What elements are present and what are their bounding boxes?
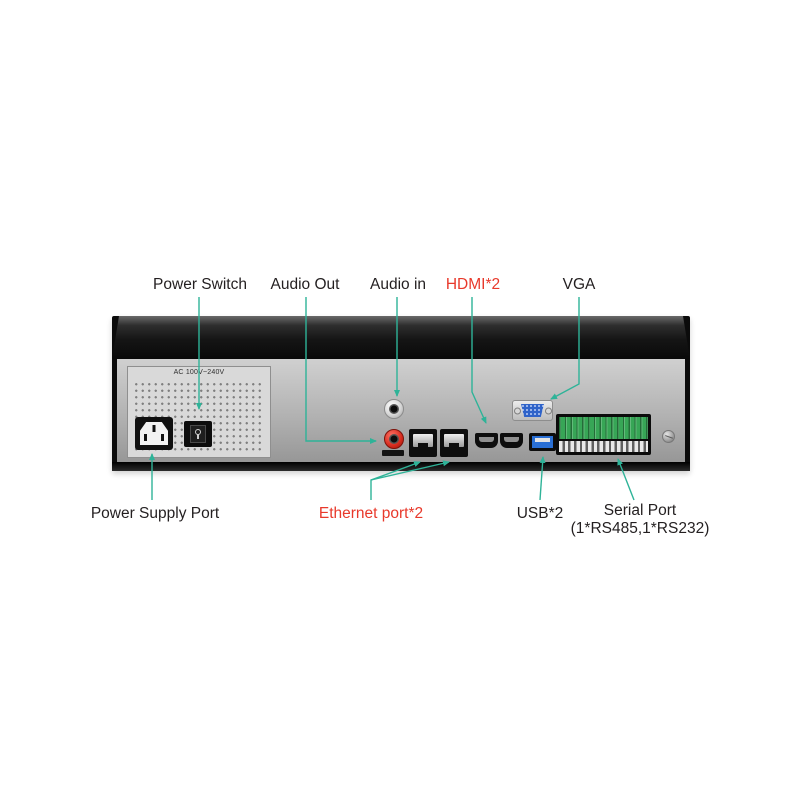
rear-panel-face: AC 100V~240V: [117, 359, 685, 462]
power-supply-unit: AC 100V~240V: [127, 366, 271, 458]
audio-out-port-tag: [382, 450, 404, 456]
power-supply-port: [135, 417, 173, 450]
ac-pin: [144, 434, 147, 441]
power-switch-label: Power Switch: [153, 276, 247, 293]
terminal-pins-row: [559, 441, 648, 452]
power-switch-rocker: [190, 425, 206, 443]
vga-port-connector: [521, 404, 544, 417]
vga-label: VGA: [562, 276, 596, 293]
audio-out-label: Audio Out: [270, 276, 340, 293]
audio-in-port: [384, 399, 404, 419]
serial-terminal-block: [556, 414, 651, 455]
ac-ground-pin: [152, 425, 156, 432]
ethernet-port-2: [440, 429, 468, 457]
chassis-top-face: [112, 316, 690, 359]
ac-rating-label: AC 100V~240V: [173, 369, 225, 376]
vga-port: [512, 400, 553, 421]
hdmi-label: HDMI*2: [445, 276, 501, 293]
ethernet-port-1: [409, 429, 437, 457]
audio-out-port: [384, 429, 404, 449]
ac-pin: [161, 434, 164, 441]
power-supply-port-label: Power Supply Port: [90, 505, 220, 522]
hdmi-port-1: [475, 433, 498, 448]
terminal-screws-row: [559, 417, 648, 439]
serial-port-label: Serial Port (1*RS485,1*RS232): [571, 502, 710, 538]
usb-port: [529, 433, 556, 451]
power-switch: [184, 421, 212, 447]
device-chassis: AC 100V~240V: [112, 316, 690, 471]
serial-port-label-line1: Serial Port: [603, 502, 677, 519]
ac-inlet-face: [140, 422, 168, 445]
audio-in-label: Audio in: [369, 276, 427, 293]
serial-port-label-line2: (1*RS485,1*RS232): [570, 520, 710, 537]
usb-label: USB*2: [516, 505, 564, 522]
panel-screw: [662, 430, 675, 443]
chassis-bottom-edge: [112, 462, 690, 471]
ethernet-label: Ethernet port*2: [318, 505, 424, 522]
hdmi-port-2: [500, 433, 523, 448]
